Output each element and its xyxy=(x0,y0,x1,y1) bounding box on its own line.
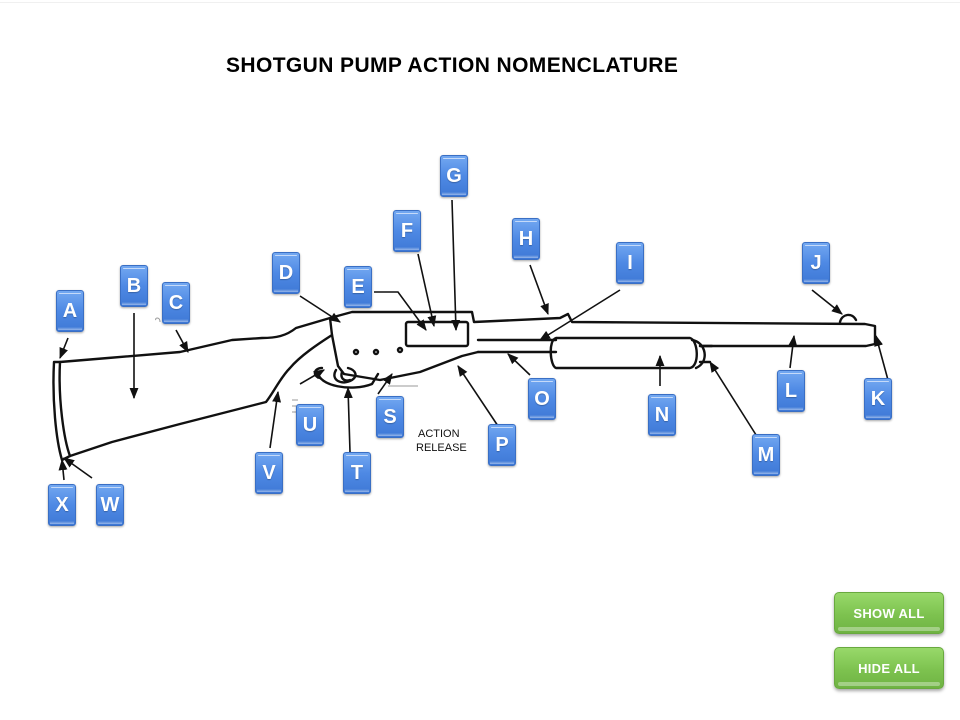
label-letter: T xyxy=(350,461,364,484)
label-tag-m[interactable]: M xyxy=(752,434,780,476)
label-tag-a[interactable]: A xyxy=(56,290,84,332)
label-letter: S xyxy=(383,405,397,428)
page-edge xyxy=(0,2,960,3)
label-tag-o[interactable]: O xyxy=(528,378,556,420)
annotation-action: ACTION xyxy=(418,428,460,440)
label-letter: O xyxy=(534,387,550,410)
label-tag-l[interactable]: L xyxy=(777,370,805,412)
annotation-release: RELEASE xyxy=(416,442,467,454)
page-title: SHOTGUN PUMP ACTION NOMENCLATURE xyxy=(226,54,679,77)
label-letter: J xyxy=(810,251,822,274)
label-tag-h[interactable]: H xyxy=(512,218,540,260)
label-letter: D xyxy=(278,261,294,284)
shotgun-outline xyxy=(52,310,877,462)
show-all-button[interactable]: SHOW ALL xyxy=(834,592,944,634)
label-tag-g[interactable]: G xyxy=(440,155,468,197)
label-letter: L xyxy=(784,379,798,402)
label-tag-k[interactable]: K xyxy=(864,378,892,420)
label-tag-x[interactable]: X xyxy=(48,484,76,526)
label-letter: C xyxy=(168,291,184,314)
label-tag-v[interactable]: V xyxy=(255,452,283,494)
label-tag-e[interactable]: E xyxy=(344,266,372,308)
label-letter: M xyxy=(757,443,775,466)
label-letter: V xyxy=(262,461,276,484)
label-letter: H xyxy=(518,227,534,250)
label-letter: F xyxy=(400,219,414,242)
label-letter: B xyxy=(126,274,142,297)
label-tag-s[interactable]: S xyxy=(376,396,404,438)
label-tag-b[interactable]: B xyxy=(120,265,148,307)
label-letter: N xyxy=(654,403,670,426)
label-tag-t[interactable]: T xyxy=(343,452,371,494)
label-letter: U xyxy=(302,413,318,436)
label-tag-n[interactable]: N xyxy=(648,394,676,436)
label-tag-w[interactable]: W xyxy=(96,484,124,526)
label-tag-u[interactable]: U xyxy=(296,404,324,446)
label-tag-d[interactable]: D xyxy=(272,252,300,294)
label-letter: W xyxy=(100,493,120,516)
hide-all-button[interactable]: HIDE ALL xyxy=(834,647,944,689)
label-letter: A xyxy=(62,299,78,322)
show-all-label: SHOW ALL xyxy=(853,605,925,621)
label-letter: E xyxy=(351,275,365,298)
label-letter: G xyxy=(446,164,462,187)
label-tag-c[interactable]: C xyxy=(162,282,190,324)
label-tag-j[interactable]: J xyxy=(802,242,830,284)
label-letter: K xyxy=(870,387,886,410)
label-tag-p[interactable]: P xyxy=(488,424,516,466)
label-letter: P xyxy=(495,433,509,456)
label-letter: I xyxy=(627,251,633,274)
label-letter: X xyxy=(55,493,69,516)
label-tag-i[interactable]: I xyxy=(616,242,644,284)
label-tag-f[interactable]: F xyxy=(393,210,421,252)
leader-lines xyxy=(58,199,889,481)
hide-all-label: HIDE ALL xyxy=(858,660,920,676)
